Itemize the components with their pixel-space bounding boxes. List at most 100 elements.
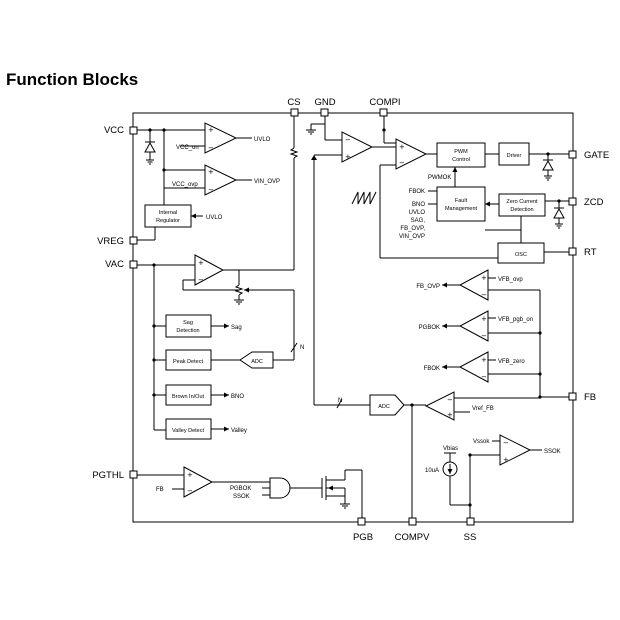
vcc-section: + − VCC_on UVLO + − VCC_ovp VIN_OVP Inte… bbox=[137, 122, 280, 241]
gate-zener-icon bbox=[542, 159, 554, 171]
fault-input-vin-ovp: VIN_OVP bbox=[399, 234, 425, 240]
label-vref-fb: Vref_FB bbox=[472, 406, 494, 412]
fbok-comparator bbox=[458, 351, 489, 383]
label-ssok: SSOK bbox=[544, 449, 561, 455]
label-vin-ovp: VIN_OVP bbox=[254, 179, 280, 185]
zcd-label-2: Detection bbox=[510, 207, 533, 213]
svg-text:+: + bbox=[198, 259, 204, 267]
and-gate bbox=[269, 477, 291, 499]
pin-label-compi: COMPI bbox=[369, 97, 400, 108]
driver-label: Driver bbox=[507, 153, 522, 159]
sag-detection-label-1: Sag bbox=[183, 320, 193, 326]
pin-gate: GATE bbox=[568, 150, 609, 161]
vac-section: + − N ADC Sag Detection Sag Peak Detect … bbox=[137, 254, 304, 440]
pgb-section: + − FB PGBOK SSOK bbox=[137, 466, 363, 518]
pwm-comparator bbox=[395, 138, 428, 170]
label-vcc-on: VCC_on bbox=[176, 145, 199, 151]
pin-label-pgthl: PGTHL bbox=[92, 470, 124, 481]
adc-fb-block bbox=[369, 394, 405, 416]
label-vfb-ovp: VFB_ovp bbox=[498, 277, 523, 283]
pin-label-zcd: ZCD bbox=[584, 197, 604, 208]
label-fbok: FBOK bbox=[424, 366, 440, 372]
fault-management-label-2: Management bbox=[445, 206, 478, 212]
fb-error-amp-section: ADC − + Vref_FB Vbias 10uA − + Vssok SSO… bbox=[369, 391, 561, 518]
label-uvlo: UVLO bbox=[254, 137, 271, 143]
label-n-upper: N bbox=[300, 345, 304, 351]
ssok-comparator bbox=[499, 434, 532, 466]
label-vfb-zero: VFB_zero bbox=[498, 359, 525, 365]
label-bno: BNO bbox=[231, 394, 244, 400]
fb-ovp-comparator bbox=[458, 269, 489, 301]
osc-label: OSC bbox=[515, 252, 527, 258]
pin-label-pgb: PGB bbox=[353, 532, 373, 543]
fb-comparator-section: + − VFB_ovp FB_OVP + − VFB_pgb_on PGBOK … bbox=[416, 269, 569, 399]
internal-regulator-label-1: Internal bbox=[159, 210, 177, 216]
fault-management-label-1: Fault bbox=[455, 198, 468, 204]
vac-potentiometer-icon bbox=[234, 284, 244, 296]
pin-vreg: VREG bbox=[97, 236, 138, 247]
label-vfb-pgb-on: VFB_pgb_on bbox=[498, 317, 533, 323]
label-fb-in: FB bbox=[156, 487, 164, 493]
label-uvlo-regulator: UVLO bbox=[206, 215, 223, 221]
svg-text:+: + bbox=[447, 411, 453, 419]
zcd-label-1: Zero Current bbox=[506, 199, 538, 205]
pin-label-vreg: VREG bbox=[97, 236, 124, 247]
adc-fb-label: ADC bbox=[378, 404, 390, 410]
adc-vac-block bbox=[239, 351, 274, 369]
sag-detection-label-2: Detection bbox=[176, 328, 199, 334]
svg-text:−: − bbox=[208, 144, 214, 152]
pwm-control-label-1: PWM bbox=[454, 149, 468, 155]
svg-text:+: + bbox=[345, 153, 351, 161]
label-n-lower: N bbox=[338, 398, 342, 404]
label-and-pgbok: PGBOK bbox=[230, 486, 251, 492]
pwm-driver-section: PWM Control Driver PWMOK Fault Managemen… bbox=[399, 142, 569, 264]
pin-label-compv: COMPV bbox=[395, 532, 431, 543]
vcc-ovp-comparator bbox=[204, 164, 238, 196]
pin-pgthl: PGTHL bbox=[92, 470, 138, 481]
svg-text:+: + bbox=[208, 168, 214, 176]
label-vbias: Vbias bbox=[443, 446, 458, 452]
svg-text:−: − bbox=[399, 159, 405, 167]
vcc-on-comparator bbox=[204, 122, 238, 154]
adc-vac-label: ADC bbox=[251, 359, 263, 365]
pgbok-comparator bbox=[458, 310, 489, 342]
fault-input-bno: BNO bbox=[412, 202, 425, 208]
label-sag: Sag bbox=[231, 325, 242, 331]
svg-text:−: − bbox=[198, 276, 204, 284]
svg-text:+: + bbox=[399, 143, 405, 151]
ic-boundary bbox=[132, 112, 574, 523]
pin-vcc: VCC bbox=[104, 125, 138, 136]
fault-input-sag: SAG, bbox=[411, 218, 426, 224]
pin-label-gate: GATE bbox=[584, 150, 609, 161]
svg-text:−: − bbox=[503, 439, 509, 447]
pin-label-vac: VAC bbox=[105, 259, 124, 270]
svg-text:+: + bbox=[481, 274, 487, 282]
svg-text:−: − bbox=[345, 136, 351, 144]
label-valley: Valley bbox=[231, 428, 247, 434]
pin-label-ss: SS bbox=[464, 532, 477, 543]
fb-error-amplifier bbox=[424, 391, 455, 421]
svg-text:+: + bbox=[503, 456, 509, 464]
brown-in-out-label: Brown In/Out bbox=[172, 394, 205, 400]
internal-regulator-label-2: Regulator bbox=[156, 218, 180, 224]
fault-management-block bbox=[436, 186, 486, 222]
fault-input-fb-ovp: FB_OVP, bbox=[400, 226, 425, 232]
svg-text:+: + bbox=[481, 315, 487, 323]
valley-detect-label: Valley Detect bbox=[172, 428, 204, 434]
svg-text:−: − bbox=[481, 332, 487, 340]
svg-text:+: + bbox=[187, 471, 193, 479]
pgthl-comparator bbox=[183, 466, 214, 498]
zcd-zener-icon bbox=[553, 207, 565, 219]
sawtooth-ramp-icon bbox=[351, 191, 377, 205]
pin-label-vcc: VCC bbox=[104, 125, 124, 136]
pin-vac: VAC bbox=[105, 259, 138, 270]
svg-text:−: − bbox=[447, 396, 453, 404]
pwm-control-label-2: Control bbox=[452, 157, 470, 163]
pwm-control-block bbox=[436, 142, 486, 168]
pin-label-rt: RT bbox=[584, 247, 597, 258]
label-pwmok: PWMOK bbox=[428, 175, 451, 181]
label-fb-ovp: FB_OVP bbox=[416, 284, 440, 290]
peak-detect-label: Peak Detect bbox=[173, 359, 203, 365]
section-title: Function Blocks bbox=[6, 70, 139, 89]
